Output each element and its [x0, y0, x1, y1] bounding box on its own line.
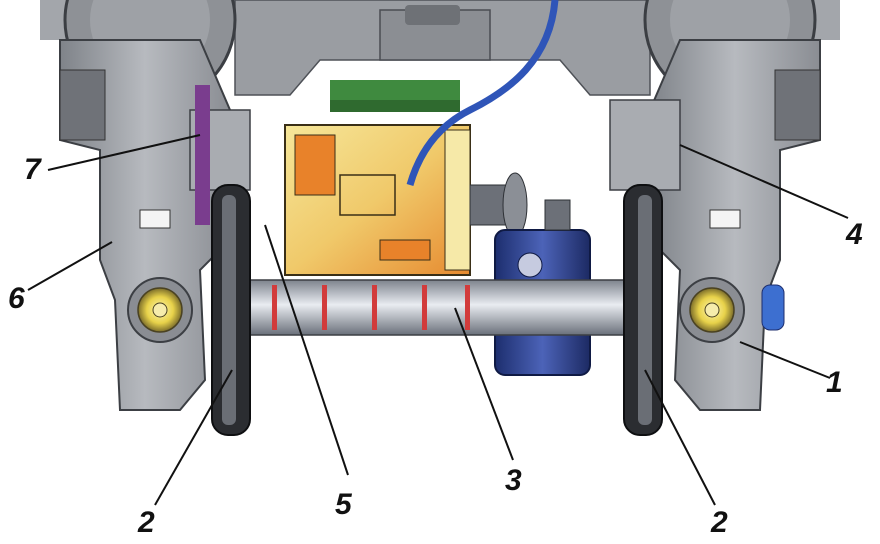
callout-3: 3 [505, 464, 522, 497]
motor-coupling [469, 172, 528, 238]
axle-box-left [127, 277, 193, 343]
leader-line-5 [264, 224, 349, 476]
leader-lines [27, 134, 849, 506]
wheelset-axle [244, 279, 646, 336]
axle-box-right [679, 277, 745, 343]
leader-line-2b [644, 369, 716, 506]
callout-4: 4 [846, 218, 863, 251]
leader-line-4 [679, 144, 849, 219]
callout-2-right: 2 [711, 506, 728, 539]
wheel-left [211, 184, 251, 436]
traction-motor [284, 124, 471, 276]
leader-line-6 [27, 241, 113, 291]
leader-line-3 [454, 307, 514, 461]
callout-1: 1 [826, 366, 843, 399]
callout-7: 7 [24, 153, 41, 186]
wheel-right [623, 184, 663, 436]
leader-line-2a [154, 369, 233, 506]
callout-5: 5 [335, 488, 352, 521]
power-cable [406, 0, 559, 186]
leader-line-1 [739, 341, 831, 379]
callout-2-left: 2 [138, 506, 155, 539]
leader-line-7 [47, 134, 201, 171]
callout-6: 6 [8, 282, 25, 315]
